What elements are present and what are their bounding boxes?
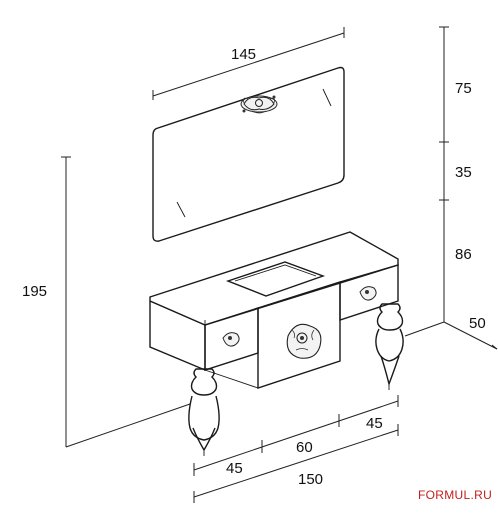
dim-total-width: 150 [298,471,323,488]
sink-basin [225,261,326,297]
dim-depth: 50 [469,315,486,332]
left-drawer-handle [222,332,240,347]
dim-gap-height: 35 [455,164,472,181]
dim-total-height: 195 [22,283,47,300]
dim-drawer-left: 45 [226,460,243,477]
right-front-leg [375,303,404,390]
dim-vanity-height: 86 [455,246,472,263]
dim-center-unit: 60 [296,439,313,456]
center-door-ornament [286,323,322,359]
vanity-cabinet [149,264,399,389]
dimension-lines [61,26,498,503]
vanity-top [149,231,399,326]
dim-mirror-height: 75 [455,80,472,97]
mirror-crest-ornament [240,95,278,114]
dimension-labels: 145 195 75 35 86 50 45 60 45 150 [22,46,486,488]
dim-drawer-right: 45 [366,415,383,432]
dim-mirror-width: 145 [231,46,256,63]
left-front-leg [188,368,220,456]
brand-watermark: FORMUL.RU [418,488,492,502]
mirror [152,66,345,242]
right-drawer-handle [359,286,377,301]
